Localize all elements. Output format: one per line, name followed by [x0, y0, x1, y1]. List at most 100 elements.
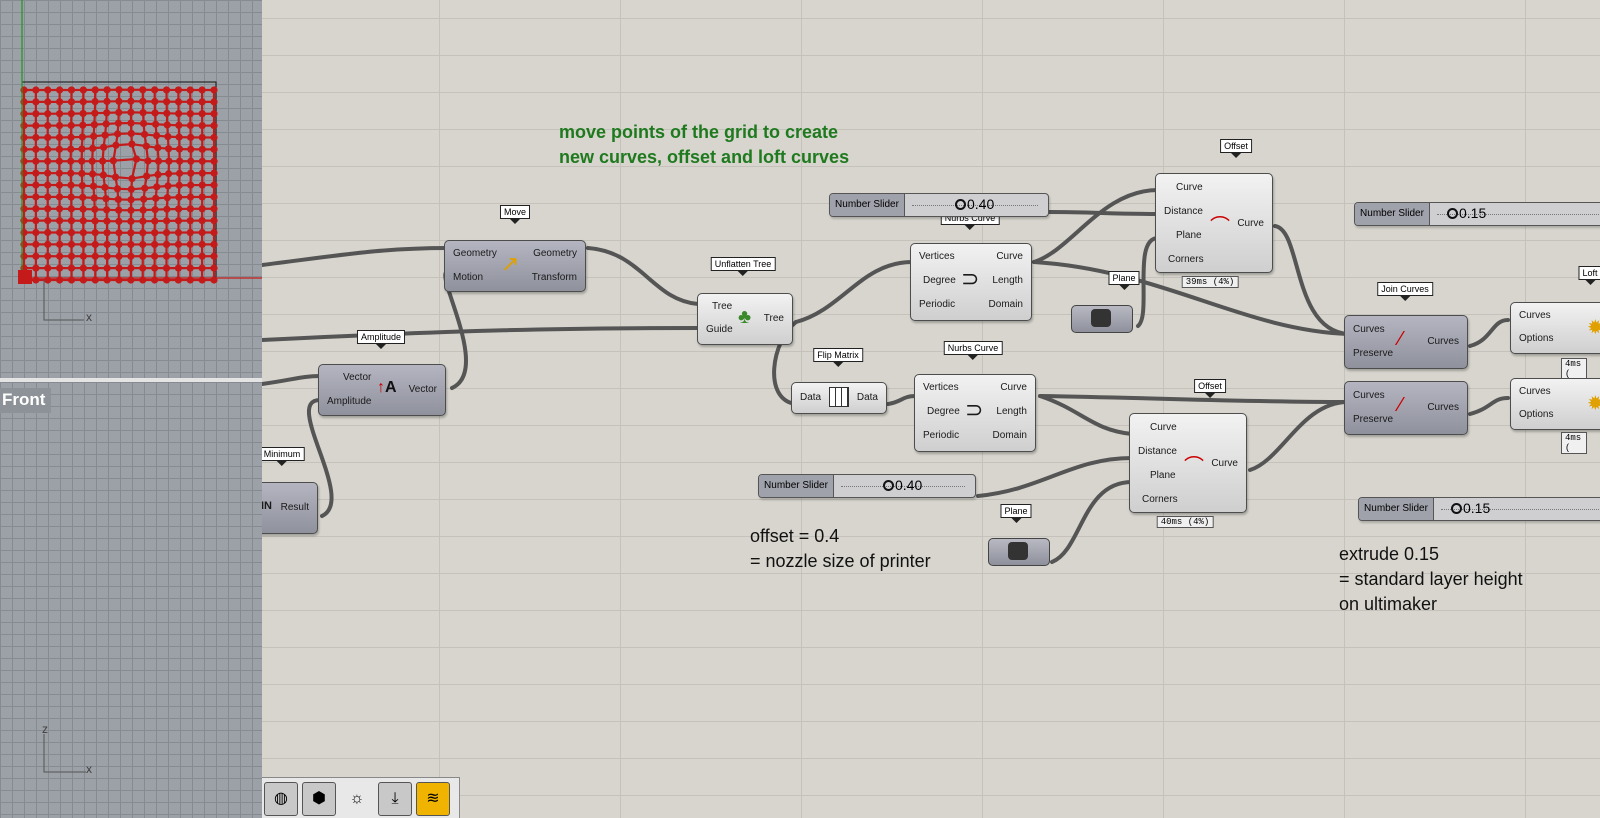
slider-knob[interactable] — [1451, 502, 1462, 514]
minimum-component[interactable]: IN Result — [262, 482, 318, 534]
grid-row-curve — [23, 157, 215, 163]
grid-point — [112, 141, 120, 149]
front-viewport[interactable]: z x — [0, 382, 262, 818]
plane-2-component[interactable] — [988, 538, 1050, 566]
move-in-motion[interactable]: Motion — [453, 272, 484, 283]
preview-icon[interactable]: ≋ — [416, 782, 450, 816]
curve-tool-icon[interactable]: ◍ — [264, 782, 298, 816]
flip-in-data[interactable]: Data — [800, 392, 822, 403]
slider-value[interactable]: 0.40 — [955, 196, 994, 212]
join2-in-curves[interactable]: Curves — [1353, 390, 1385, 401]
nurbs2-in-periodic[interactable]: Periodic — [923, 430, 960, 441]
nurbs1-out-length[interactable]: Length — [992, 275, 1023, 286]
number-slider-2[interactable]: Number Slider 0.40 — [758, 474, 976, 498]
grid-point — [210, 193, 218, 201]
loft2-in-curves[interactable]: Curves — [1519, 386, 1551, 397]
amplitude-component[interactable]: Vector Amplitude Vector ↑A — [318, 364, 446, 416]
surface-tool-icon[interactable]: ⬢ — [302, 782, 336, 816]
grid-point — [139, 240, 147, 249]
nurbs2-in-vertices[interactable]: Vertices — [923, 382, 959, 393]
move-out-transform[interactable]: Transform — [531, 272, 577, 283]
slider-knob[interactable] — [883, 479, 894, 491]
nurbs1-in-degree[interactable]: Degree — [923, 275, 956, 286]
unflatten-tree-component[interactable]: Tree Guide Tree ♣ — [697, 293, 793, 345]
number-slider-1[interactable]: Number Slider 0.40 — [829, 193, 1049, 217]
loft-2-component[interactable]: Curves Options ✹ — [1510, 378, 1600, 430]
slider-track[interactable] — [1441, 509, 1600, 510]
slider-track[interactable] — [841, 486, 965, 487]
nurbs-curve-1-component[interactable]: Vertices Degree Periodic Curve Length Do… — [910, 243, 1032, 321]
slider-track[interactable] — [1437, 214, 1600, 215]
offset2-out-curve[interactable]: Curve — [1211, 458, 1238, 469]
nurbs1-in-vertices[interactable]: Vertices — [919, 251, 955, 262]
nurbs2-out-length[interactable]: Length — [996, 406, 1027, 417]
loft1-in-curves[interactable]: Curves — [1519, 310, 1551, 321]
loft1-in-options[interactable]: Options — [1519, 333, 1554, 344]
offset2-in-curve[interactable]: Curve — [1150, 422, 1177, 433]
grid-point — [103, 229, 111, 237]
move-component[interactable]: Geometry Motion Geometry Transform ↗ — [444, 240, 586, 292]
front-viewport-label[interactable]: Front — [0, 388, 52, 413]
grid-point — [175, 181, 183, 189]
top-viewport[interactable]: x — [0, 0, 262, 378]
grid-point — [154, 170, 162, 179]
grid-point — [91, 264, 99, 272]
flip-out-data[interactable]: Data — [856, 392, 878, 403]
grasshopper-canvas[interactable]: move points of the grid to create new cu… — [262, 0, 1600, 818]
nurbs2-in-degree[interactable]: Degree — [927, 406, 960, 417]
light-tool-icon[interactable]: ☼ — [340, 782, 374, 816]
nurbs2-out-curve[interactable]: Curve — [1000, 382, 1027, 393]
offset2-in-distance[interactable]: Distance — [1138, 446, 1177, 457]
bake-icon[interactable]: ⤓ — [378, 782, 412, 816]
loft-1-component[interactable]: Curves Options ✹ — [1510, 302, 1600, 354]
nurbs1-in-periodic[interactable]: Periodic — [919, 299, 956, 310]
move-out-geometry[interactable]: Geometry — [533, 248, 577, 259]
offset1-out-curve[interactable]: Curve — [1237, 218, 1264, 229]
minimum-out-result[interactable]: Result — [280, 502, 309, 513]
viewport-divider[interactable] — [0, 378, 262, 382]
nurbs-curve-2-component[interactable]: Vertices Degree Periodic Curve Length Do… — [914, 374, 1036, 452]
loft2-in-options[interactable]: Options — [1519, 409, 1554, 420]
join-curves-1-component[interactable]: Curves Preserve Curves ⁄ — [1344, 315, 1468, 369]
plane-1-component[interactable] — [1071, 305, 1133, 333]
slider-knob[interactable] — [1447, 207, 1458, 219]
join2-in-preserve[interactable]: Preserve — [1353, 414, 1394, 425]
slider-track[interactable] — [912, 205, 1038, 206]
nurbs1-out-domain[interactable]: Domain — [988, 299, 1023, 310]
slider-value[interactable]: 0.40 — [883, 477, 922, 493]
nurbs1-out-curve[interactable]: Curve — [996, 251, 1023, 262]
grid-point — [78, 145, 86, 153]
grid-point — [89, 182, 98, 190]
number-slider-3[interactable]: Number Slider 0.15 — [1354, 202, 1600, 226]
nurbs2-out-domain[interactable]: Domain — [992, 430, 1027, 441]
amplitude-out-vector[interactable]: Vector — [408, 384, 437, 395]
flip-matrix-component[interactable]: Data Data — [791, 382, 887, 414]
slider-knob[interactable] — [955, 198, 966, 210]
join-curves-2-component[interactable]: Curves Preserve Curves ⁄ — [1344, 381, 1468, 435]
offset2-in-corners[interactable]: Corners — [1142, 494, 1178, 505]
offset2-in-plane[interactable]: Plane — [1150, 470, 1176, 481]
unflatten-in-guide[interactable]: Guide — [706, 324, 733, 335]
slider-name: Number Slider — [830, 194, 905, 216]
slider-value[interactable]: 0.15 — [1447, 205, 1486, 221]
offset1-in-plane[interactable]: Plane — [1176, 230, 1202, 241]
join1-in-preserve[interactable]: Preserve — [1353, 348, 1394, 359]
move-in-geometry[interactable]: Geometry — [453, 248, 497, 259]
join1-out-curves[interactable]: Curves — [1427, 336, 1459, 347]
offset1-in-corners[interactable]: Corners — [1168, 254, 1204, 265]
amplitude-in-amplitude[interactable]: Amplitude — [327, 396, 372, 407]
offset1-in-distance[interactable]: Distance — [1164, 206, 1203, 217]
join2-out-curves[interactable]: Curves — [1427, 402, 1459, 413]
grid-point — [44, 133, 52, 142]
offset-1-component[interactable]: Curve Distance Plane Corners Curve ⌒ — [1155, 173, 1273, 273]
offset1-in-curve[interactable]: Curve — [1176, 182, 1203, 193]
unflatten-in-tree[interactable]: Tree — [712, 301, 733, 312]
slider-value[interactable]: 0.15 — [1451, 500, 1490, 516]
number-slider-4[interactable]: Number Slider 0.15 — [1358, 497, 1600, 521]
slider-name: Number Slider — [1359, 498, 1434, 520]
grid-point — [210, 264, 218, 272]
offset-2-component[interactable]: Curve Distance Plane Corners Curve ⌒ — [1129, 413, 1247, 513]
join1-in-curves[interactable]: Curves — [1353, 324, 1385, 335]
unflatten-out-tree[interactable]: Tree — [763, 313, 784, 324]
amplitude-in-vector[interactable]: Vector — [343, 372, 372, 383]
